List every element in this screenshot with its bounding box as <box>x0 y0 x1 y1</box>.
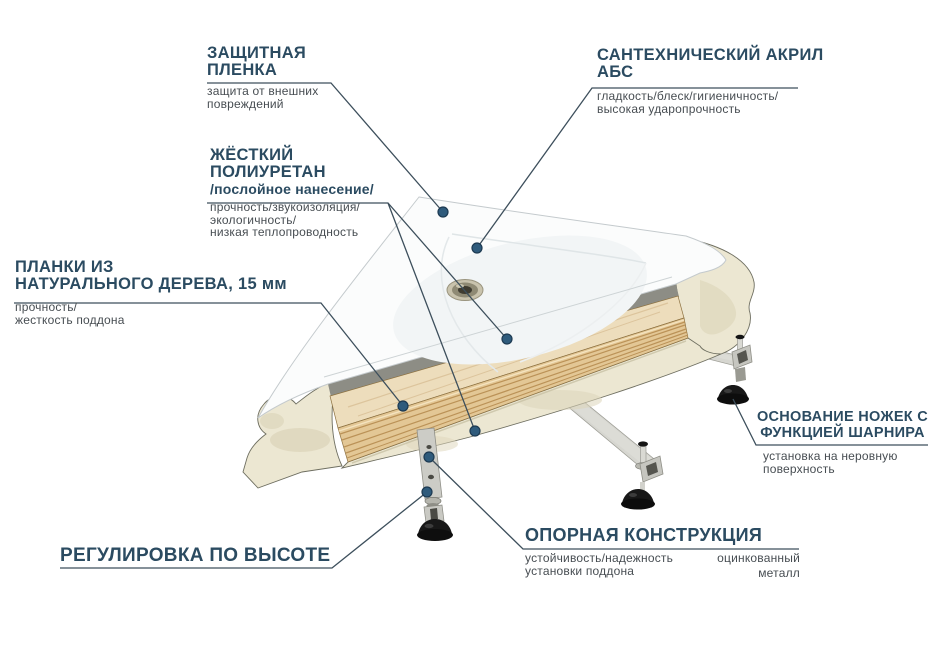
label-polyurethane-title-1: ЖЁСТКИЙ <box>210 146 294 164</box>
label-frame-desc-right: оцинкованный металл <box>670 552 800 579</box>
callout-line-polyurethane <box>207 202 508 432</box>
label-polyurethane-subtitle: /послойное нанесение/ <box>210 181 374 197</box>
callout-lines <box>14 82 928 569</box>
callout-line-leg-base <box>732 398 928 446</box>
label-polyurethane-desc-3: низкая теплопроводность <box>210 225 359 239</box>
label-leg-base-desc-1: установка на неровную <box>763 449 898 463</box>
label-leg-base-title-1: ОСНОВАНИЕ НОЖЕК С <box>756 409 929 425</box>
label-polyurethane-desc-1: прочность/звукоизоляция/ <box>210 200 361 214</box>
label-film-title-1: ЗАЩИТНАЯ <box>207 44 307 62</box>
label-leg-base: ОСНОВАНИЕ НОЖЕК С ФУНКЦИЕЙ ШАРНИРА <box>755 409 930 441</box>
callout-line-height <box>60 491 428 569</box>
label-frame-desc-1: устойчивость/надежность <box>525 551 674 565</box>
callout-dot-frame <box>423 451 435 463</box>
label-planks: ПЛАНКИ ИЗ НАТУРАЛЬНОГО ДЕРЕВА, 15 мм про… <box>15 259 287 326</box>
label-film-title-2: ПЛЕНКА <box>207 61 278 79</box>
label-frame: ОПОРНАЯ КОНСТРУКЦИЯ устойчивость/надежно… <box>525 526 762 577</box>
label-film-desc-2: повреждений <box>207 96 284 111</box>
middle-leg <box>621 441 664 510</box>
callout-line-film <box>207 82 444 213</box>
label-acrylic-desc-2: высокая ударопрочность <box>597 101 741 116</box>
label-polyurethane-desc-2: экологичность/ <box>210 212 297 227</box>
callout-dot-polyurethane-1 <box>501 333 513 345</box>
polyurethane-shell <box>242 237 755 489</box>
label-leg-base-desc: установка на неровную поверхность <box>763 450 898 475</box>
label-planks-desc-1: прочность/ <box>15 300 78 314</box>
callout-line-frame <box>428 456 799 550</box>
label-film-desc-1: защита от внешних <box>207 84 319 98</box>
label-film: ЗАЩИТНАЯ ПЛЕНКА защита от внешних повреж… <box>207 45 318 110</box>
callout-dot-height <box>421 486 433 498</box>
label-frame-title: ОПОРНАЯ КОНСТРУКЦИЯ <box>525 525 763 545</box>
label-frame-desc-2: установки поддона <box>525 563 635 578</box>
drain-icon <box>446 279 484 301</box>
label-acrylic-title-2: АБС <box>597 63 634 81</box>
front-leg-hinge-foot <box>417 497 453 541</box>
callout-dot-planks <box>397 400 409 412</box>
label-acrylic-desc-1: гладкость/блеск/гигиеничность/ <box>597 89 779 103</box>
callout-line-acrylic <box>476 87 798 249</box>
label-height-adjust-title: РЕГУЛИРОВКА ПО ВЫСОТЕ <box>60 545 331 566</box>
label-planks-title-2: НАТУРАЛЬНОГО ДЕРЕВА, 15 мм <box>15 275 287 293</box>
label-leg-base-desc-2: поверхность <box>763 461 835 476</box>
callout-dot-polyurethane-2 <box>469 425 481 437</box>
callout-dot-film <box>437 206 449 218</box>
label-polyurethane: ЖЁСТКИЙ ПОЛИУРЕТАН /послойное нанесение/… <box>210 147 374 239</box>
label-planks-desc-2: жесткость поддона <box>15 312 125 327</box>
label-height-adjust: РЕГУЛИРОВКА ПО ВЫСОТЕ <box>60 546 330 566</box>
label-acrylic: САНТЕХНИЧЕСКИЙ АКРИЛ АБС гладкость/блеск… <box>597 47 824 115</box>
callout-line-planks <box>14 302 404 407</box>
front-leg-bracket <box>416 427 443 500</box>
callout-dot-acrylic <box>471 242 483 254</box>
label-frame-desc-right-1: оцинкованный <box>717 551 800 565</box>
acrylic-top <box>257 196 727 419</box>
label-leg-base-title-2: ФУНКЦИЕЙ ШАРНИРА <box>760 425 925 441</box>
callout-dots <box>397 206 513 498</box>
label-planks-title-1: ПЛАНКИ ИЗ <box>15 258 114 276</box>
label-acrylic-title-1: САНТЕХНИЧЕСКИЙ АКРИЛ <box>597 46 824 64</box>
right-leg <box>717 334 753 405</box>
label-frame-desc-right-2: металл <box>758 565 800 580</box>
label-polyurethane-title-2: ПОЛИУРЕТАН <box>210 163 326 181</box>
